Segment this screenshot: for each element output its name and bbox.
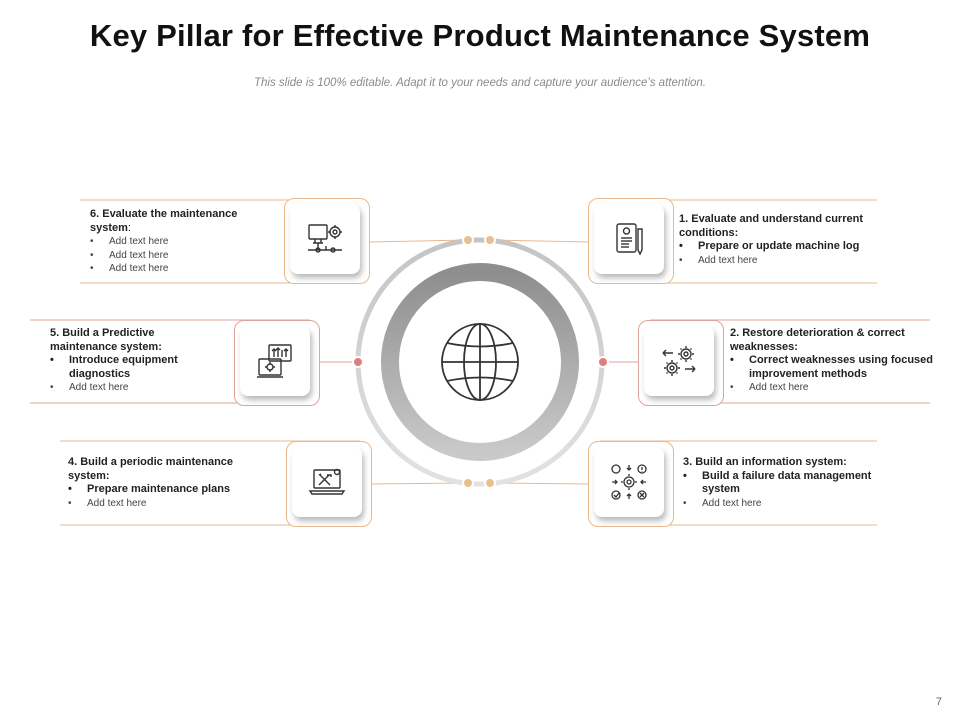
connector-dot-5 [352, 356, 364, 368]
data-management-gear-icon [611, 464, 647, 500]
page-number: 7 [935, 696, 942, 708]
pillar-2-bullet-1: Correct weaknesses using focused improve… [730, 354, 935, 381]
slide-title: Key Pillar for Effective Product Mainten… [89, 18, 871, 53]
pillar-1-bullet-2: Add text here [679, 254, 889, 268]
pillar-3-bullet-1: Build a failure data management system [683, 470, 883, 497]
pillar-3-icon-box [588, 441, 674, 527]
pillar-6-bullet-2: Add text here [90, 249, 270, 263]
connector-line-1-link [489, 239, 591, 243]
network-gear-icon [308, 224, 342, 253]
pillar-4-icon-box [286, 441, 372, 527]
pillar-5-bullet-2: Add text here [50, 381, 220, 395]
pillar-1-heading: 1. Evaluate and understand current condi… [679, 213, 863, 239]
globe-icon [441, 323, 519, 401]
pillar-3-text: 3. Build an information system: Build a … [683, 456, 883, 510]
connector-line-6-link [369, 239, 469, 243]
pillar-5-text: 5. Build a Predictive maintenance system… [50, 327, 220, 395]
pillar-6-icon-box [284, 198, 370, 284]
pillar-2-text: 2. Restore deterioration & correct weakn… [730, 327, 935, 395]
pillar-5-heading: 5. Build a Predictive maintenance system… [50, 327, 162, 353]
pillar-1-icon-box [588, 198, 674, 284]
laptop-tools-icon [308, 468, 346, 495]
pillar-4-heading: 4. Build a periodic maintenance system: [68, 456, 234, 482]
connector-dot-4 [462, 477, 474, 489]
pillar-3-bullet-2: Add text here [683, 497, 883, 511]
connector-dot-6 [462, 234, 474, 246]
diagnostics-monitor-icon [257, 344, 292, 378]
pillar-4-bullet-1: Prepare maintenance plans [68, 483, 273, 497]
connector-dot-1 [484, 234, 496, 246]
pillar-2-bullet-2: Add text here [730, 381, 935, 395]
machine-log-document-icon [616, 223, 643, 256]
pillar-5-bullet-1: Introduce equipment diagnostics [50, 354, 220, 381]
pillar-6-heading: 6. Evaluate the maintenance system: [90, 208, 238, 234]
pillar-5-icon-box [234, 320, 320, 406]
connector-dot-2 [597, 356, 609, 368]
pillar-4-text: 4. Build a periodic maintenance system: … [68, 456, 273, 510]
slide-subtitle: This slide is 100% editable. Adapt it to… [254, 77, 706, 89]
pillar-1-text: 1. Evaluate and understand current condi… [679, 213, 889, 267]
pillar-2-icon-box [638, 320, 724, 406]
pillar-1-bullet-1: Prepare or update machine log [679, 240, 889, 254]
pillar-6-bullet-3: Add text here [90, 262, 270, 276]
pillar-6-text: 6. Evaluate the maintenance system: Add … [90, 208, 270, 276]
pillar-2-heading: 2. Restore deterioration & correct weakn… [730, 327, 905, 353]
connector-dot-3 [484, 477, 496, 489]
gears-arrows-icon [662, 346, 696, 376]
pillar-4-bullet-2: Add text here [68, 497, 273, 511]
pillar-6-bullet-1: Add text here [90, 235, 270, 249]
pillar-3-heading: 3. Build an information system: [683, 456, 847, 468]
